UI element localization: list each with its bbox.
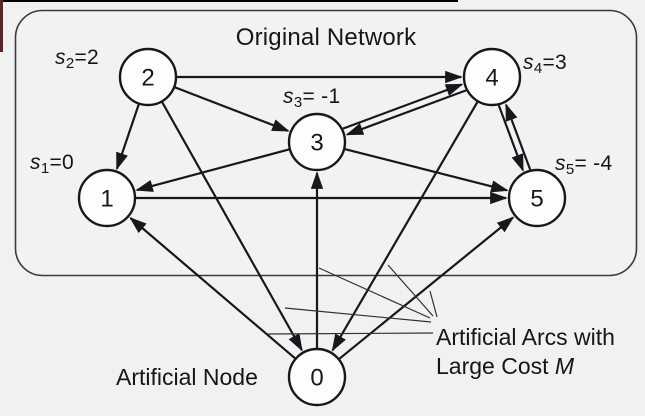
supply-label-s5-sub: 5 xyxy=(565,161,575,178)
arc-0-1-artificial xyxy=(129,216,296,360)
arc-2-0-artificial xyxy=(161,101,303,352)
artificial-arcs-caption: Artificial Arcs with Large Cost M xyxy=(436,323,615,381)
node-2-label: 2 xyxy=(141,65,154,92)
window-border-artifact-top xyxy=(0,0,458,2)
supply-label-s3: s3= -1 xyxy=(283,85,341,111)
supply-label-s3-base: s xyxy=(283,85,294,108)
arc-4-5-original xyxy=(497,105,524,172)
window-border-artifact-left xyxy=(0,0,3,52)
node-3-label: 3 xyxy=(310,130,323,157)
leader-line xyxy=(284,307,432,323)
node-1-label: 1 xyxy=(100,186,113,213)
supply-label-s4: s4=3 xyxy=(523,51,568,77)
node-4-circle xyxy=(462,47,522,107)
supply-label-s4-value: =3 xyxy=(542,51,568,74)
arc-3-1-original xyxy=(135,148,290,192)
artificial-arcs-caption-line2: Large Cost M xyxy=(436,352,615,381)
node-3-circle xyxy=(287,112,347,172)
supply-label-s2-value: =2 xyxy=(74,46,100,69)
supply-label-s5-value: = -4 xyxy=(574,152,613,175)
leader-line xyxy=(387,264,434,317)
arc-4-0-artificial xyxy=(331,101,479,352)
supply-label-s5: s5= -4 xyxy=(555,152,613,178)
node-5-circle xyxy=(507,168,567,228)
supply-label-s1-sub: 1 xyxy=(40,160,50,177)
artificial-arcs-caption-line2-prefix: Large Cost xyxy=(436,353,555,379)
supply-label-s4-sub: 4 xyxy=(533,60,543,77)
supply-label-s1: s1=0 xyxy=(30,151,75,177)
node-0-label: 0 xyxy=(310,365,323,392)
artificial-node-caption: Artificial Node xyxy=(116,364,258,390)
supply-label-s1-value: =0 xyxy=(49,151,75,174)
node-2-circle xyxy=(118,47,178,107)
node-0-circle xyxy=(287,347,347,407)
arc-4-3-original xyxy=(345,89,467,136)
leader-line xyxy=(318,267,431,319)
supply-label-s1-base: s xyxy=(30,151,41,174)
node-4-label: 4 xyxy=(485,65,498,92)
supply-label-s3-sub: 3 xyxy=(293,94,303,111)
node-5-label: 5 xyxy=(530,186,543,213)
leader-line xyxy=(266,332,434,335)
leader-line xyxy=(429,290,438,318)
supply-label-s2-sub: 2 xyxy=(65,55,75,72)
supply-label-s2-base: s xyxy=(55,46,66,69)
diagram-title: Original Network xyxy=(235,24,417,51)
supply-label-s2: s2=2 xyxy=(55,46,100,72)
artificial-arcs-caption-line1: Artificial Arcs with xyxy=(436,324,615,350)
arc-5-4-original xyxy=(505,103,532,170)
node-1-circle xyxy=(77,168,137,228)
supply-label-s3-value: = -1 xyxy=(302,85,341,108)
arc-2-1-original xyxy=(115,104,140,171)
supply-label-s5-base: s xyxy=(555,152,566,175)
artificial-arcs-caption-cost-symbol: M xyxy=(554,353,575,379)
arc-3-4-original xyxy=(342,83,464,130)
arc-3-5-original xyxy=(344,148,509,193)
arc-2-3-original xyxy=(174,86,290,132)
arc-0-5-artificial xyxy=(338,216,515,360)
supply-label-s4-base: s xyxy=(523,51,534,74)
